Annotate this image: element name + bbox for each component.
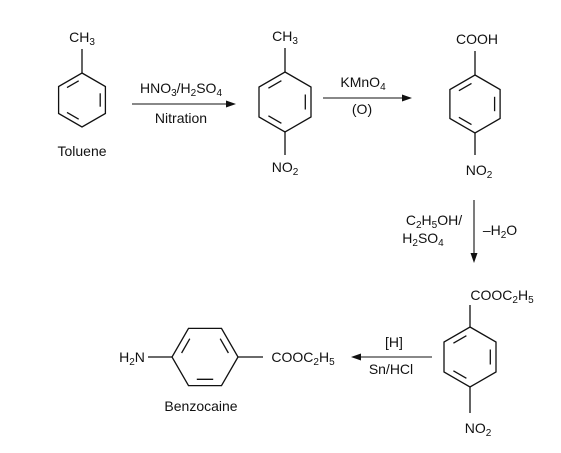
arrowhead-reduction [351, 353, 361, 361]
ring-double-bond [458, 116, 472, 126]
substituent-cooh: COOH [456, 31, 498, 47]
substituent-no2: NO2 [272, 159, 299, 178]
molecule-ethyl-p-nitrobenzoate: COOC2H5 NO2 [443, 287, 534, 439]
ring-outline [449, 74, 501, 134]
ring-double-bond [453, 335, 467, 344]
substituent-amino: H2N [119, 349, 145, 368]
ring-outline [171, 327, 239, 387]
ring-double-bond [66, 111, 80, 120]
reagent-sulfuric-acid: H2SO4 [402, 230, 444, 249]
arrowhead-esterification [470, 253, 478, 263]
ring-outline [258, 71, 312, 133]
reagent-ethanol: C2H5OH/ [406, 212, 462, 231]
ring-double-bond [268, 115, 282, 124]
reaction-esterification: C2H5OH/ H2SO4 –H2O [402, 200, 517, 263]
molecule-benzocaine: H2N COOC2H5 Benzocaine [119, 327, 335, 414]
caption-benzocaine: Benzocaine [164, 398, 237, 414]
benzene-ring [57, 72, 107, 128]
ring-double-bond [181, 338, 191, 354]
reagent-nitration-label: Nitration [155, 110, 207, 126]
substituent-ch3: CH3 [272, 28, 298, 47]
substituent-no2: NO2 [466, 162, 493, 181]
ring-double-bond [453, 370, 467, 379]
reagent-hydrogen: [H] [385, 334, 403, 350]
reaction-oxidation: KMnO4 (O) [323, 74, 412, 117]
arrowhead-oxidation [402, 94, 412, 102]
reagent-hno3-h2so4: HNO3/H2SO4 [140, 80, 222, 99]
reaction-nitration: HNO3/H2SO4 Nitration [132, 80, 236, 126]
reaction-reduction: [H] Sn/HCl [351, 334, 432, 377]
benzene-ring [443, 326, 497, 388]
reagent-kmno4: KMnO4 [340, 74, 386, 93]
arrowhead-nitration [226, 100, 236, 108]
molecule-p-nitrobenzoic-acid: COOH NO2 [449, 31, 501, 181]
benzene-ring [171, 327, 239, 387]
ring-outline [57, 72, 107, 128]
ring-double-bond [268, 80, 282, 89]
benzene-ring [449, 74, 501, 134]
ring-double-bond [458, 82, 472, 92]
ring-double-bond [66, 80, 80, 89]
benzene-ring [258, 71, 312, 133]
reagent-sn-hcl: Sn/HCl [369, 361, 413, 377]
reagent-oxidation-label: (O) [352, 101, 372, 117]
caption-toluene: Toluene [57, 143, 106, 159]
ring-double-bond [219, 338, 229, 354]
substituent-cooc2h5: COOC2H5 [271, 349, 335, 368]
substituent-ch3: CH3 [69, 29, 95, 48]
reagent-minus-water: –H2O [483, 222, 517, 241]
molecule-toluene: CH3 Toluene [57, 29, 106, 159]
substituent-no2: NO2 [465, 420, 492, 439]
ring-outline [443, 326, 497, 388]
molecule-p-nitrotoluene: CH3 NO2 [258, 28, 312, 178]
substituent-cooc2h5: COOC2H5 [470, 287, 534, 306]
